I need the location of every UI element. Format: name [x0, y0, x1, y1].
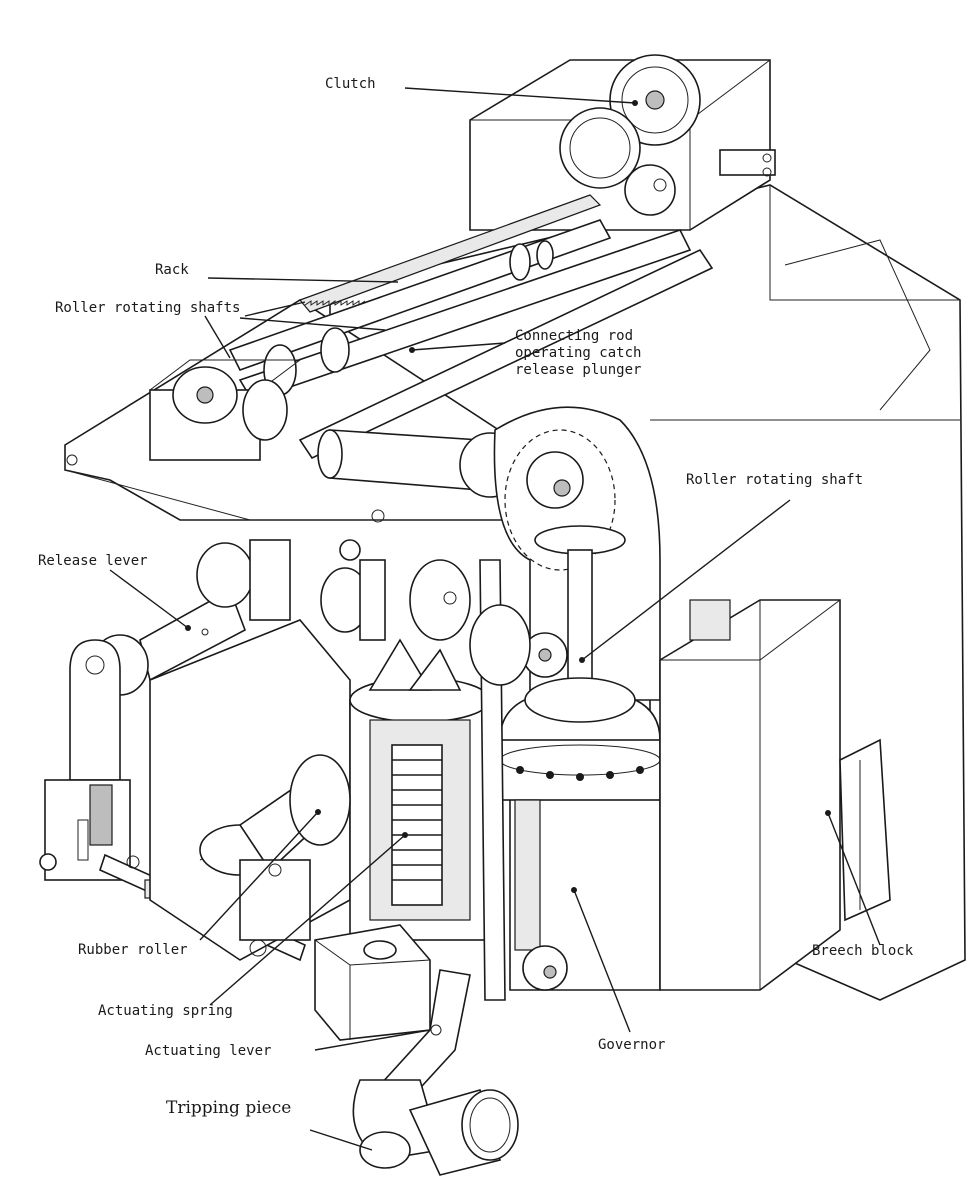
governor	[499, 632, 661, 991]
label-roller-rotating-shafts: Roller rotating shafts	[55, 300, 241, 316]
leader-release-lever	[109, 569, 189, 629]
spring-coils	[392, 759, 442, 881]
leader-connecting-rod	[411, 342, 506, 351]
breech-block	[659, 599, 891, 991]
leader-roller-shafts-a	[239, 317, 386, 331]
label-roller-rotating-shaft: Roller rotating shaft	[686, 472, 864, 488]
rack-and-shafts	[228, 194, 714, 460]
label-connecting-rod-3: release plunger	[515, 362, 642, 378]
label-actuating-spring: Actuating spring	[98, 1003, 233, 1019]
gear-box	[469, 54, 776, 231]
spring-cylinder	[349, 638, 491, 941]
label-connecting-rod-2: operating catch	[515, 345, 642, 361]
leader-roller-rotating-shaft	[581, 499, 791, 661]
label-breech-block: Breech block	[812, 943, 914, 959]
label-actuating-lever: Actuating lever	[145, 1043, 272, 1059]
label-rubber-roller: Rubber roller	[78, 942, 188, 958]
label-release-lever: Release lever	[38, 553, 148, 569]
label-clutch: Clutch	[325, 76, 376, 92]
leader-roller-shafts-c	[204, 315, 231, 359]
leader-actuating-spring	[209, 834, 406, 1006]
leader-actuating-lever	[314, 1029, 431, 1051]
leader-governor	[573, 889, 631, 1033]
leader-clutch	[404, 87, 636, 104]
label-tripping-piece: Tripping piece	[166, 1098, 292, 1118]
rubber-roller	[199, 754, 351, 957]
leader-breech-block	[827, 812, 881, 946]
leader-lines	[109, 87, 881, 1151]
leader-rack	[207, 277, 399, 283]
label-governor: Governor	[598, 1037, 666, 1053]
label-rack: Rack	[155, 262, 189, 278]
leader-roller-shafts-b	[244, 301, 306, 317]
leader-rubber-roller	[199, 811, 319, 941]
tripping-piece	[352, 1079, 519, 1176]
upper-gear-housing	[493, 406, 661, 701]
label-connecting-rod-1: Connecting rod	[515, 328, 634, 344]
link-rod	[409, 559, 531, 1001]
leader-tripping-piece	[309, 1129, 373, 1151]
left-bevel-assembly	[149, 359, 302, 461]
